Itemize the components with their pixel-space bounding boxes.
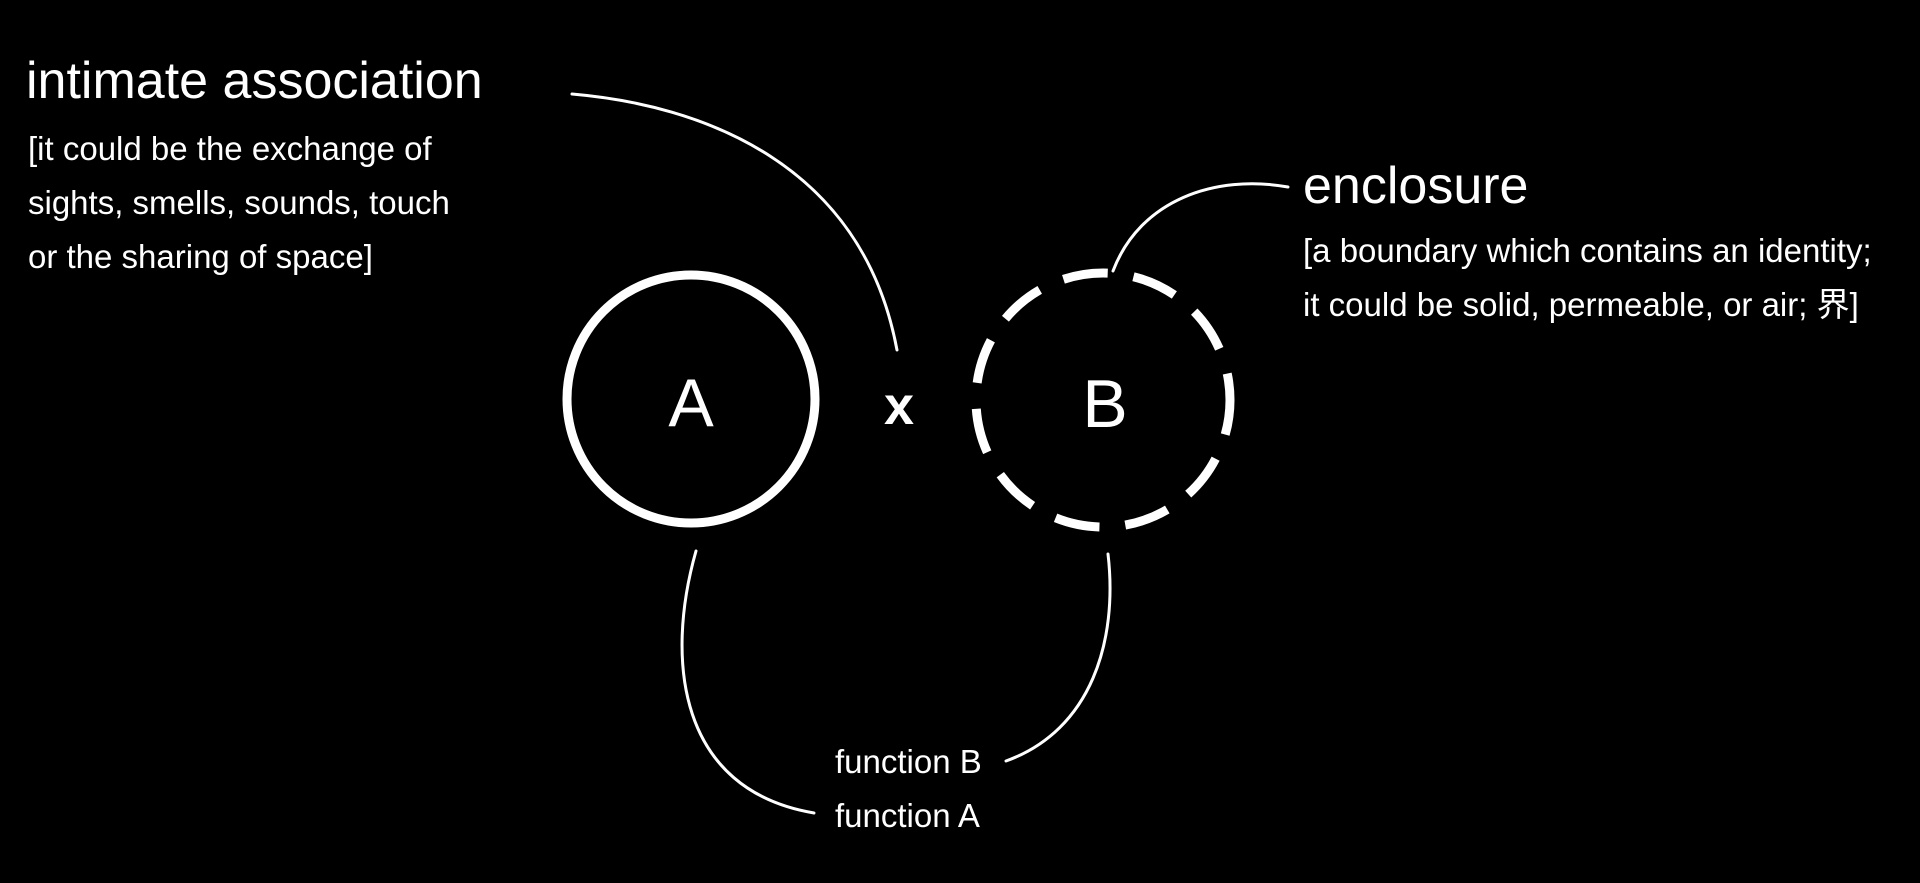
function-b-label: function B	[835, 743, 982, 780]
connector-enclosure-to-circle-b	[1111, 182, 1290, 273]
intimate-association-title: intimate association	[26, 52, 483, 110]
function-a-label: function A	[835, 797, 980, 834]
definition-line: [a boundary which contains an identity;	[1303, 232, 1872, 269]
circle-b	[971, 268, 1235, 532]
enclosure-definition: [a boundary which contains an identity; …	[1303, 224, 1872, 332]
circle-a	[562, 270, 820, 528]
definition-line: it could be solid, permeable, or air; 界]	[1303, 286, 1859, 323]
enclosure-title: enclosure	[1303, 157, 1529, 215]
connector-circle-b-to-function-b	[1004, 552, 1112, 763]
connector-circle-a-to-function-a	[680, 549, 816, 815]
circle-a-label: A	[668, 365, 714, 441]
circle-b-label: B	[1082, 366, 1128, 442]
intimate-association-definition: [it could be the exchange of sights, sme…	[28, 122, 450, 284]
connector-intimate-association-to-x	[570, 92, 899, 352]
definition-line: or the sharing of space]	[28, 238, 373, 275]
definition-line: sights, smells, sounds, touch	[28, 184, 450, 221]
definition-line: [it could be the exchange of	[28, 130, 432, 167]
operator-x: x	[883, 376, 915, 436]
